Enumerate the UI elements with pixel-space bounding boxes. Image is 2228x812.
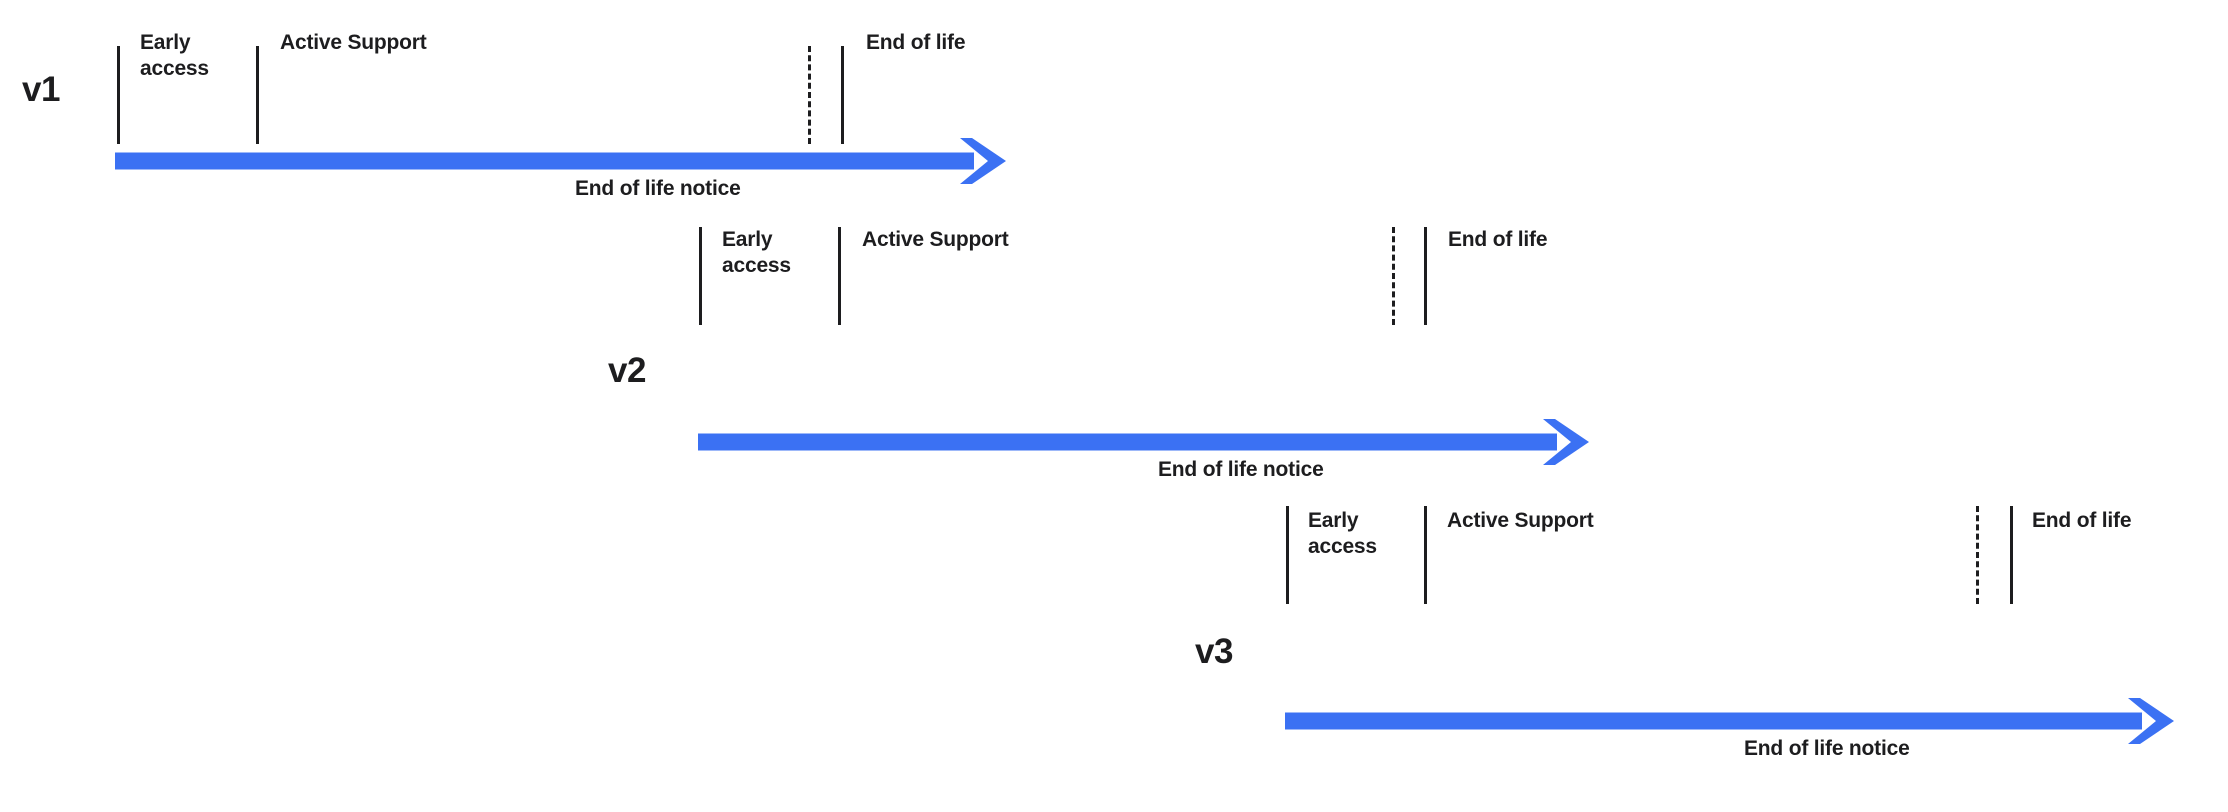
end-of-life-notice-label-v1: End of life notice bbox=[575, 177, 741, 200]
phase-label-v1-3: End of life bbox=[866, 31, 966, 54]
phase-label-v2-3: End of life bbox=[1448, 228, 1548, 251]
timeline-track-v2 bbox=[698, 418, 1598, 465]
arrow-icon-v2 bbox=[698, 418, 1589, 465]
phase-divider-v3-1 bbox=[1424, 506, 1427, 604]
phase-divider-v1-2-dashed bbox=[808, 46, 811, 144]
phase-label-v3-3: End of life bbox=[2032, 509, 2132, 532]
version-label-v2: v2 bbox=[608, 351, 646, 390]
end-of-life-notice-label-v3: End of life notice bbox=[1744, 737, 1910, 760]
phase-label-v3-0: Early access bbox=[1308, 509, 1377, 558]
phase-label-v2-0: Early access bbox=[722, 228, 791, 277]
timeline-track-v3 bbox=[1285, 697, 2183, 744]
phase-divider-v1-1 bbox=[256, 46, 259, 144]
version-label-v1: v1 bbox=[22, 70, 60, 109]
phase-divider-v1-3 bbox=[841, 46, 844, 144]
phase-label-v1-0: Early access bbox=[140, 31, 209, 80]
phase-divider-v3-3 bbox=[2010, 506, 2013, 604]
phase-divider-v2-3 bbox=[1424, 227, 1427, 325]
phase-divider-v1-0 bbox=[117, 46, 120, 144]
phase-divider-v2-0 bbox=[699, 227, 702, 325]
phase-label-v2-1: Active Support bbox=[862, 228, 1009, 251]
arrow-icon-v1 bbox=[115, 137, 1006, 184]
end-of-life-notice-label-v2: End of life notice bbox=[1158, 458, 1324, 481]
phase-divider-v2-1 bbox=[838, 227, 841, 325]
phase-label-v1-1: Active Support bbox=[280, 31, 427, 54]
phase-label-v3-1: Active Support bbox=[1447, 509, 1594, 532]
version-label-v3: v3 bbox=[1195, 632, 1233, 671]
timeline-track-v1 bbox=[115, 137, 1015, 184]
phase-divider-v3-2-dashed bbox=[1976, 506, 1979, 604]
arrow-icon-v3 bbox=[1285, 697, 2174, 744]
phase-divider-v2-2-dashed bbox=[1392, 227, 1395, 325]
phase-divider-v3-0 bbox=[1286, 506, 1289, 604]
